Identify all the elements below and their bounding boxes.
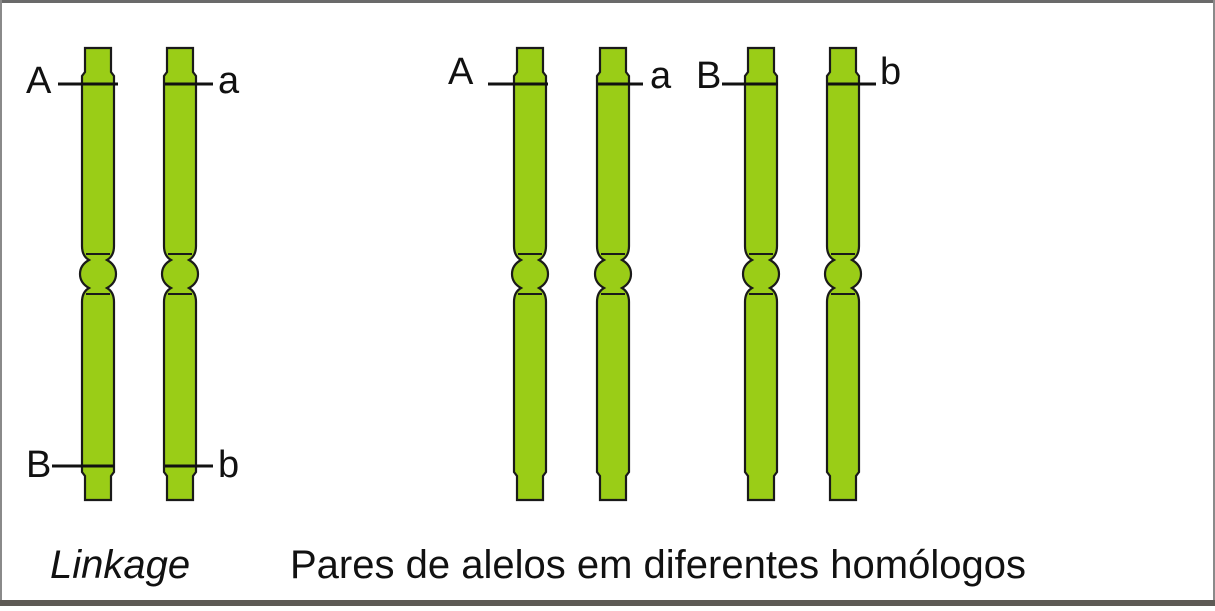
linkage-allele-label: a [218, 60, 240, 102]
homologs-chromosome-3 [741, 46, 781, 502]
homologs-chromosome-1 [510, 46, 550, 502]
linkage-allele-label: B [26, 444, 51, 486]
linkage-chromosome-2 [160, 46, 200, 502]
homologs-allele-label: B [696, 55, 721, 97]
different-homologs-panel: A a B b Pares de alelos em diferentes ho… [290, 46, 1026, 587]
linkage-panel: A a B b Linkage [26, 46, 240, 587]
frame-left-border [0, 0, 2, 606]
homologs-caption: Pares de alelos em diferentes homólogos [290, 543, 1026, 587]
linkage-caption: Linkage [50, 543, 190, 587]
homologs-allele-label: b [880, 51, 901, 93]
homologs-chromosome-2 [593, 46, 633, 502]
frame-top-border [0, 0, 1215, 3]
linkage-allele-label: b [218, 444, 239, 486]
homologs-allele-label: A [448, 51, 474, 93]
linkage-allele-label: A [26, 60, 52, 102]
frame-bottom-border [0, 600, 1215, 606]
linkage-chromosome-1 [78, 46, 118, 502]
homologs-chromosome-4 [823, 46, 863, 502]
homologs-allele-label: a [650, 55, 672, 97]
frame-right-border [1213, 0, 1215, 606]
